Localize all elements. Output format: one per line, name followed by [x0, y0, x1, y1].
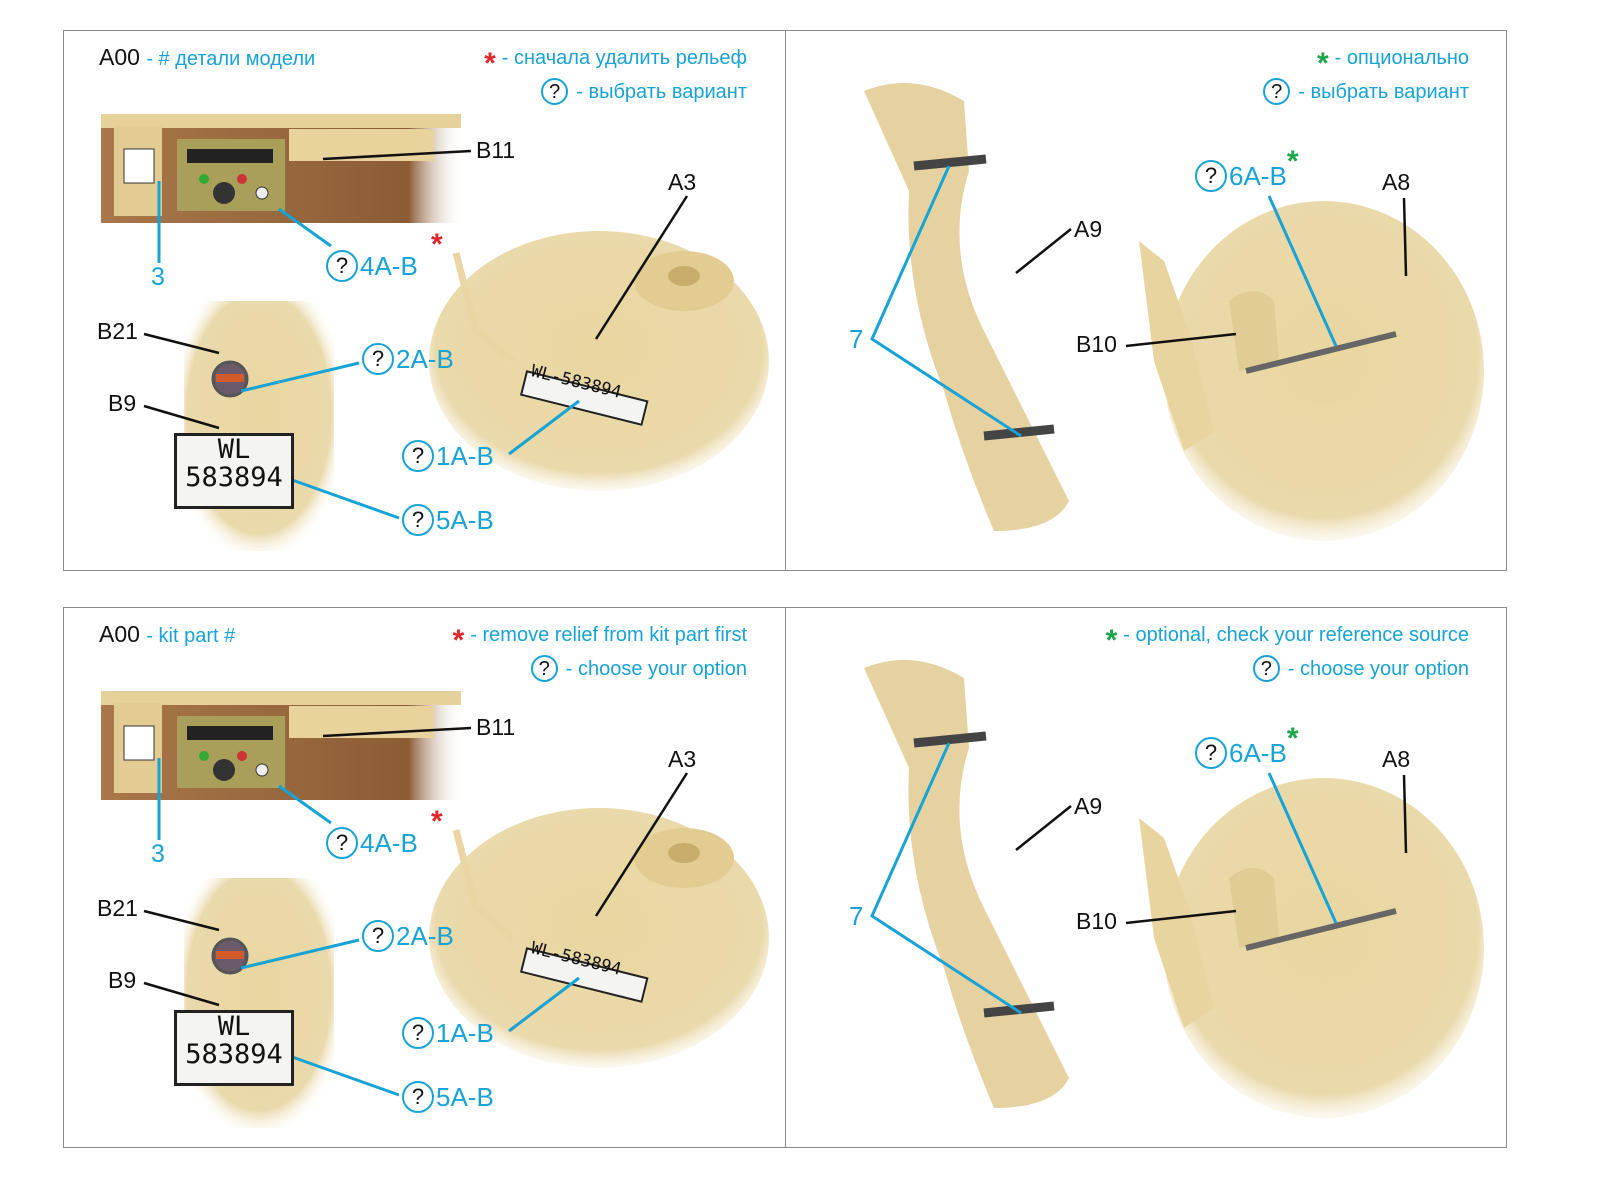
red-asterisk-icon: * — [431, 805, 443, 838]
fender-photo — [429, 808, 769, 1068]
callout-5a-b: ?5A-B — [402, 504, 494, 536]
circled-question-icon: ? — [402, 440, 434, 472]
legend-choose-option-right: ?- выбрать вариант — [1263, 78, 1469, 105]
red-asterisk-icon: * — [431, 228, 443, 261]
circled-question-icon: ? — [402, 1017, 434, 1049]
instruction-panel-bottom: A00 - kit part # *- remove relief from k… — [63, 607, 1507, 1148]
part-legend: A00 - # детали модели — [99, 44, 316, 70]
instruction-panel-top: A00 - # детали модели *- сначала удалить… — [63, 30, 1507, 571]
legend-remove-relief: *- сначала удалить рельеф — [484, 47, 747, 80]
circled-question-icon: ? — [1252, 655, 1280, 682]
fender-photo — [429, 231, 769, 491]
bag-photo — [864, 660, 1069, 1108]
callout-1a-b: ?1A-B — [402, 440, 494, 472]
circled-question-icon: ? — [1195, 160, 1227, 192]
circled-question-icon: ? — [530, 655, 558, 682]
callout-4a-b: ?4A-B — [326, 827, 418, 859]
tank-photo — [1139, 778, 1484, 1118]
green-asterisk-icon: * — [1316, 47, 1329, 80]
legend-optional: *- опционально — [1316, 47, 1469, 80]
callout-5a-b: ?5A-B — [402, 1081, 494, 1113]
part-code-sample: A00 — [99, 44, 140, 70]
panel-divider — [785, 31, 786, 570]
legend-choose-option: ?- выбрать вариант — [541, 78, 747, 105]
bracket-photo — [184, 301, 334, 551]
photo-illustrations — [101, 83, 1484, 551]
label-b10: B10 — [1076, 908, 1117, 934]
part-code-sample: A00 — [99, 621, 140, 647]
circled-question-icon: ? — [1195, 737, 1227, 769]
label-a3: A3 — [668, 746, 697, 772]
callout-1a-b: ?1A-B — [402, 1017, 494, 1049]
callout-2a-b: ?2A-B — [362, 920, 454, 952]
green-asterisk-icon: * — [1105, 624, 1118, 657]
circled-question-icon: ? — [362, 920, 394, 952]
legend-choose-option-right: ?- choose your option — [1252, 655, 1469, 682]
label-b9: B9 — [108, 967, 137, 993]
label-a9: A9 — [1074, 216, 1103, 242]
circled-question-icon: ? — [326, 827, 358, 859]
legend-optional: *- optional, check your reference source — [1105, 624, 1469, 657]
circled-question-icon: ? — [326, 250, 358, 282]
label-a9: A9 — [1074, 793, 1103, 819]
red-asterisk-icon: * — [452, 624, 465, 657]
circled-question-icon: ? — [541, 78, 569, 105]
callout-6a-b: ?6A-B* — [1195, 724, 1299, 769]
legend-remove-relief: *- remove relief from kit part first — [452, 624, 747, 657]
leader-lines-cyan — [157, 742, 1338, 1097]
circled-question-icon: ? — [402, 504, 434, 536]
legend-choose-option: ?- choose your option — [530, 655, 747, 682]
label-3: 3 — [151, 263, 165, 291]
label-a8: A8 — [1382, 746, 1411, 772]
callout-2a-b: ?2A-B — [362, 343, 454, 375]
label-b21: B21 — [97, 318, 138, 344]
label-7: 7 — [849, 324, 864, 354]
dashboard-photo — [101, 114, 463, 223]
panel-divider — [785, 608, 786, 1147]
circled-question-icon: ? — [362, 343, 394, 375]
red-asterisk-icon: * — [484, 47, 496, 80]
green-asterisk-icon: * — [1286, 722, 1299, 755]
circled-question-icon: ? — [1263, 78, 1291, 105]
bracket-photo — [184, 878, 334, 1128]
label-b21: B21 — [97, 895, 138, 921]
label-b11: B11 — [476, 714, 516, 740]
label-3: 3 — [151, 840, 165, 868]
green-asterisk-icon: * — [1286, 145, 1299, 178]
label-b10: B10 — [1076, 331, 1117, 357]
callout-6a-b: ?6A-B* — [1195, 147, 1299, 192]
label-a3: A3 — [668, 169, 697, 195]
part-desc: - # детали модели — [146, 48, 316, 70]
leader-lines-black — [143, 149, 1408, 430]
label-b9: B9 — [108, 390, 137, 416]
leader-lines-black — [143, 726, 1408, 1007]
label-a8: A8 — [1382, 169, 1411, 195]
tank-photo — [1139, 201, 1484, 541]
label-7: 7 — [849, 901, 864, 931]
label-b11: B11 — [476, 137, 516, 163]
dashboard-photo — [101, 691, 463, 800]
part-desc: - kit part # — [146, 625, 236, 647]
part-legend: A00 - kit part # — [99, 621, 236, 647]
circled-question-icon: ? — [402, 1081, 434, 1113]
callout-4a-b: ?4A-B — [326, 250, 418, 282]
bag-photo — [864, 83, 1069, 531]
leader-lines-cyan — [157, 165, 1338, 520]
